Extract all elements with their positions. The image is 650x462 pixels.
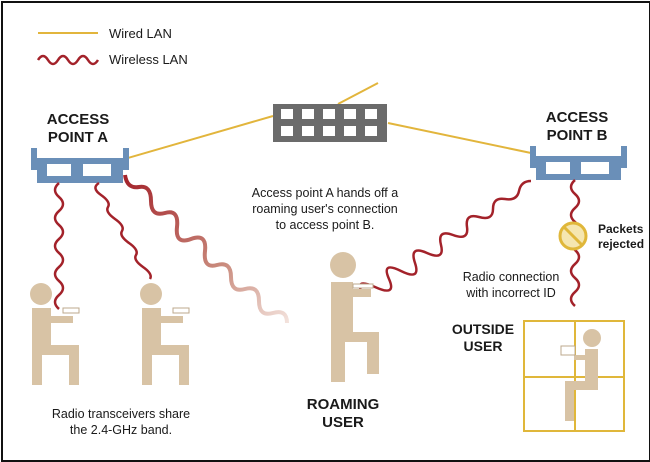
outside-user-label-line2: USER xyxy=(464,338,503,354)
access-point-a-label-line2: POINT A xyxy=(48,129,108,146)
roaming-user-figure xyxy=(330,252,379,382)
access-point-b-icon xyxy=(530,146,627,180)
seated-user-2-figure xyxy=(140,283,190,385)
wireless-link-a-to-user2 xyxy=(94,181,152,280)
wireless-handoff-fading xyxy=(123,174,289,324)
packets-note-line2: rejected xyxy=(598,237,644,251)
roaming-user-label-line2: USER xyxy=(322,414,364,431)
legend-wireless-swatch xyxy=(36,54,100,66)
network-hub-icon xyxy=(273,104,387,142)
handoff-note-line2: roaming user's connection xyxy=(252,202,398,216)
access-point-a-icon xyxy=(31,148,129,183)
wired-link-a-to-hub xyxy=(120,115,274,161)
access-point-b-label-line1: ACCESS xyxy=(546,109,609,126)
wireless-link-a-to-user1 xyxy=(53,182,65,310)
outside-window xyxy=(523,320,625,432)
radio-note-line1: Radio connection xyxy=(463,270,560,284)
packets-note-line1: Packets xyxy=(598,222,644,236)
handoff-note-line3: to access point B. xyxy=(276,218,375,232)
legend-wireless-label: Wireless LAN xyxy=(109,52,188,67)
radio-note-line2: with incorrect ID xyxy=(465,286,556,300)
outside-user-label-line1: OUTSIDE xyxy=(452,321,514,337)
outside-user-figure xyxy=(560,329,601,421)
roaming-user-label-line1: ROAMING xyxy=(307,396,380,413)
diagram-canvas: Wired LAN Wireless LAN ACCESS POINT A AC… xyxy=(30,26,644,437)
seated-user-1-figure xyxy=(30,283,80,385)
handoff-note-line1: Access point A hands off a xyxy=(252,186,398,200)
access-point-a-label-line1: ACCESS xyxy=(47,111,110,128)
transceiver-note-line1: Radio transceivers share xyxy=(52,407,190,421)
wired-link-hub-to-b xyxy=(387,122,532,154)
access-point-b-label-line2: POINT B xyxy=(547,127,608,144)
rejected-icon xyxy=(558,221,588,251)
transceiver-note-line2: the 2.4-GHz band. xyxy=(70,423,172,437)
legend-wired-label: Wired LAN xyxy=(109,26,172,41)
wireless-link-b-to-roaming xyxy=(358,179,532,296)
wired-link-hub-uplink xyxy=(337,82,379,105)
